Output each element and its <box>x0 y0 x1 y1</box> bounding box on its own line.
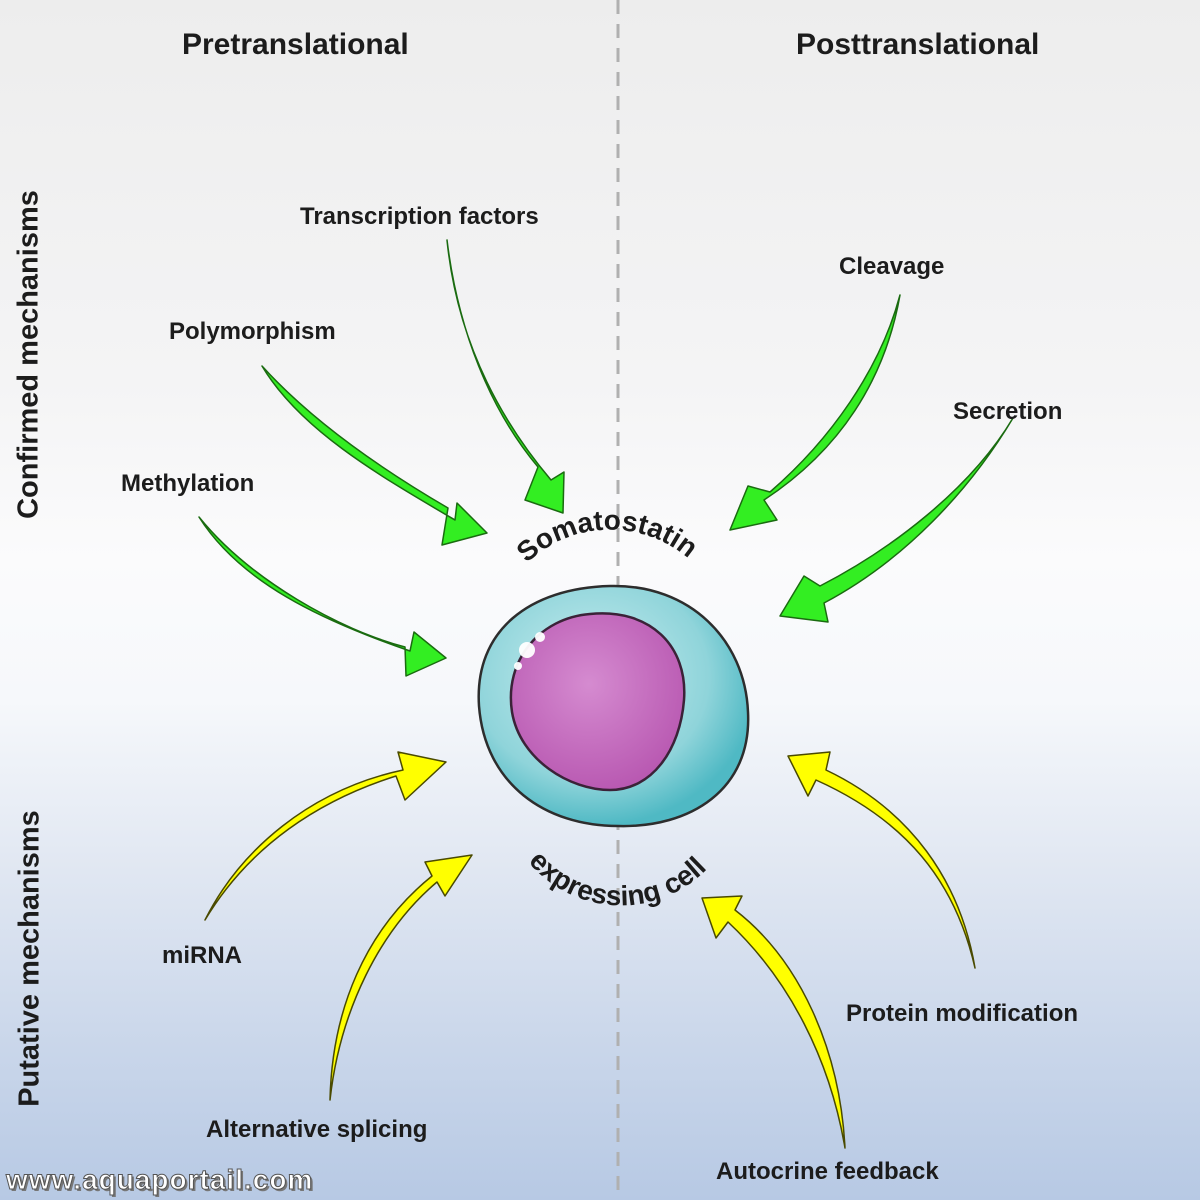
column-title-posttranslational: Posttranslational <box>796 28 1040 61</box>
label-mirna: miRNA <box>162 942 243 969</box>
label-alternative-splicing: Alternative splicing <box>206 1116 428 1143</box>
row-title-putative: Putative mechanisms <box>13 810 46 1107</box>
arrow-methylation <box>198 516 447 677</box>
arrow-cleavage <box>729 294 901 531</box>
arrow-protein-modification <box>787 751 976 969</box>
column-title-pretranslational: Pretranslational <box>182 28 409 61</box>
label-methylation: Methylation <box>121 470 255 497</box>
label-protein-modification: Protein modification <box>846 1000 1079 1027</box>
cell-label-top: Somatostatin <box>511 505 704 568</box>
arrow-autocrine-feedback <box>701 895 846 1149</box>
putative-arrows <box>204 751 976 1149</box>
cell-label-bottom: expressing cell <box>524 845 712 912</box>
label-polymorphism: Polymorphism <box>169 318 336 345</box>
label-cleavage: Cleavage <box>839 253 945 280</box>
arrow-alternative-splicing <box>329 854 473 1101</box>
label-secretion: Secretion <box>953 398 1063 425</box>
arrow-polymorphism <box>261 365 488 546</box>
cell-highlight-tiny <box>514 662 522 670</box>
cell-highlight-large <box>519 642 535 658</box>
arrow-mirna <box>204 751 447 921</box>
arrow-transcription-factors <box>446 239 565 514</box>
label-transcription-factors: Transcription factors <box>300 203 539 230</box>
confirmed-arrows <box>198 239 1014 677</box>
cell-highlight-small <box>535 632 545 642</box>
row-title-confirmed: Confirmed mechanisms <box>12 190 45 519</box>
watermark: www.aquaportail.com <box>5 1164 314 1196</box>
label-autocrine-feedback: Autocrine feedback <box>716 1158 939 1185</box>
somatostatin-cell: Somatostatin expressing cell <box>477 505 750 912</box>
arrow-secretion <box>779 417 1014 623</box>
